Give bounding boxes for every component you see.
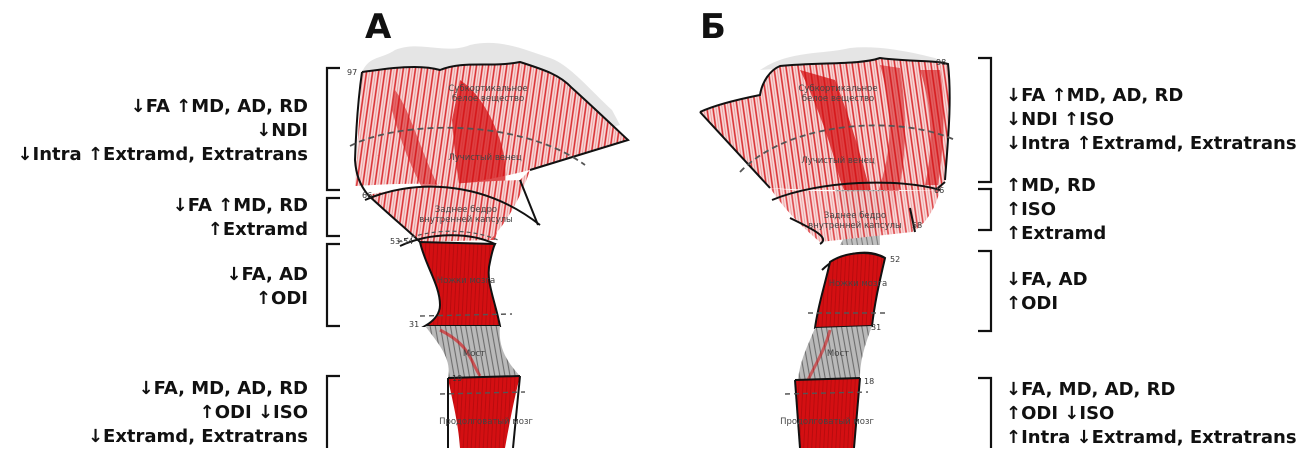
level-number: 66 [362, 191, 372, 200]
level-number: 66 [934, 186, 944, 195]
region-label: Лучистый венец [801, 156, 875, 166]
region-label: Мост [827, 349, 849, 359]
region-label: Ножки мозга [829, 279, 887, 289]
region-label: внутренней капсулы [808, 221, 902, 231]
region-label: Заднее бедро [435, 205, 497, 215]
level-number: 52 [890, 255, 900, 264]
level-number: 18 [864, 377, 874, 386]
region-label: Субкортикальное [448, 84, 527, 94]
level-number: 31 [409, 320, 419, 329]
region-label: Субкортикальное [798, 84, 877, 94]
region-label: белое вещество [802, 94, 874, 104]
level-number: 31 [871, 323, 881, 332]
region-label: Продолговатый мозг [439, 417, 533, 427]
region-label: Продолговатый мозг [780, 417, 874, 427]
level-number: 58 [912, 221, 922, 230]
level-number: 98 [936, 58, 946, 67]
level-number: 19 [452, 374, 462, 383]
level-number: 97 [347, 68, 357, 77]
panel-a-brackets [327, 68, 340, 448]
level-number: 53-54 [390, 237, 413, 246]
region-label: Мост [463, 349, 485, 359]
panel-b-tract: Субкортикальное белое вещество Лучистый … [700, 47, 955, 448]
region-label: Заднее бедро [824, 211, 886, 221]
region-label: Лучистый венец [448, 153, 522, 163]
region-label: Ножки мозга [437, 276, 495, 286]
panel-a-tract: Субкортикальное белое вещество Лучистый … [347, 43, 628, 448]
panel-b-brackets [978, 58, 991, 448]
region-label: внутренней капсулы [419, 215, 513, 225]
region-label: белое вещество [452, 94, 524, 104]
